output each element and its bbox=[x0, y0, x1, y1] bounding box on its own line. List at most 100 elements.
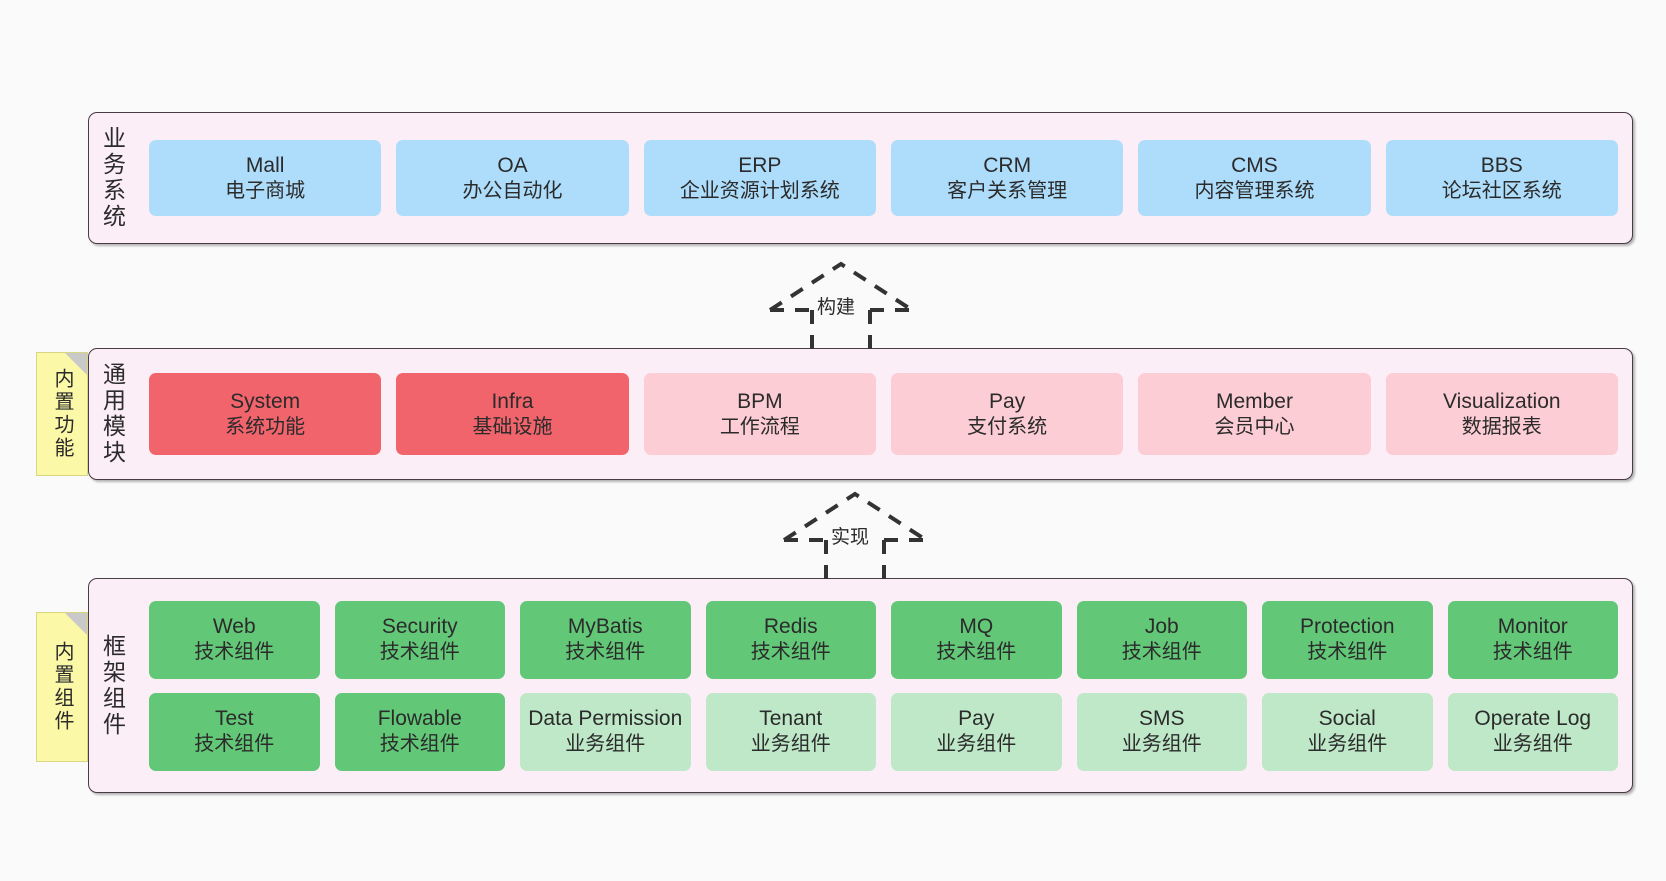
node-label-cn: 技术组件 bbox=[379, 641, 460, 664]
node-label-en: CMS bbox=[1231, 153, 1278, 177]
node-label-en: OA bbox=[497, 153, 528, 177]
node-label-en: Redis bbox=[763, 615, 818, 639]
node-label-en: Member bbox=[1215, 389, 1293, 413]
node-label-cn: 论坛社区系统 bbox=[1441, 179, 1562, 202]
node-label-en: CRM bbox=[983, 153, 1032, 177]
node-label-cn: 技术组件 bbox=[1492, 641, 1573, 664]
node-label-en: Pay bbox=[958, 707, 995, 731]
note-builtin-function: 内置功能 bbox=[36, 352, 88, 476]
node-label-en: Social bbox=[1318, 707, 1376, 731]
page-fold-icon bbox=[65, 613, 87, 635]
node-label-cn: 支付系统 bbox=[967, 415, 1048, 438]
node-label-cn: 系统功能 bbox=[225, 415, 306, 438]
node-label-en: MQ bbox=[959, 615, 994, 639]
node-label-en: Operate Log bbox=[1474, 707, 1592, 731]
node-label-cn: 基础设施 bbox=[472, 415, 553, 438]
node-label-cn: 技术组件 bbox=[936, 641, 1017, 664]
node-label-cn: 技术组件 bbox=[565, 641, 646, 664]
node-label-cn: 技术组件 bbox=[750, 641, 831, 664]
node-label-en: Flowable bbox=[377, 707, 462, 731]
layer-title-common-module: 通用模块 bbox=[99, 362, 126, 466]
node-label-cn: 业务组件 bbox=[750, 733, 831, 756]
node-label-en: Web bbox=[212, 615, 256, 639]
node-label-cn: 内容管理系统 bbox=[1194, 179, 1315, 202]
node-label-cn: 会员中心 bbox=[1214, 415, 1295, 438]
connector-build: 构建 bbox=[756, 258, 926, 350]
note-builtin-component-label: 内置组件 bbox=[51, 641, 73, 733]
node-label-cn: 客户关系管理 bbox=[947, 179, 1068, 202]
connector-implement-label: 实现 bbox=[829, 522, 872, 549]
connector-implement: 实现 bbox=[770, 488, 940, 580]
node-label-cn: 工作流程 bbox=[719, 415, 800, 438]
node-label-cn: 数据报表 bbox=[1461, 415, 1542, 438]
node-label-cn: 技术组件 bbox=[1121, 641, 1202, 664]
node-label-en: Pay bbox=[989, 389, 1026, 413]
node-label-en: Mall bbox=[245, 153, 285, 177]
node-label-en: BBS bbox=[1480, 153, 1523, 177]
note-builtin-function-label: 内置功能 bbox=[51, 368, 73, 460]
layer-title-framework-component: 框架组件 bbox=[99, 633, 126, 738]
node-label-cn: 企业资源计划系统 bbox=[679, 179, 840, 202]
node-label-en: Security bbox=[381, 615, 458, 639]
node-label-en: Tenant bbox=[759, 707, 823, 731]
page-fold-icon bbox=[65, 353, 87, 375]
note-builtin-component: 内置组件 bbox=[36, 612, 88, 762]
node-label-cn: 业务组件 bbox=[1121, 733, 1202, 756]
node-label-en: Data Permission bbox=[528, 707, 683, 731]
node-label-cn: 技术组件 bbox=[194, 733, 275, 756]
node-label-cn: 业务组件 bbox=[1492, 733, 1573, 756]
node-label-cn: 技术组件 bbox=[194, 641, 275, 664]
node-label-cn: 业务组件 bbox=[1307, 733, 1388, 756]
generalization-arrowhead-icon bbox=[782, 491, 928, 542]
node-label-en: Test bbox=[214, 707, 254, 731]
node-label-en: SMS bbox=[1138, 707, 1185, 731]
node-label-en: ERP bbox=[738, 153, 782, 177]
node-label-en: Infra bbox=[491, 389, 534, 413]
node-label-cn: 技术组件 bbox=[379, 733, 460, 756]
node-label-cn: 办公自动化 bbox=[462, 179, 563, 202]
node-label-cn: 电子商城 bbox=[225, 179, 306, 202]
node-label-en: Job bbox=[1144, 615, 1179, 639]
node-label-cn: 业务组件 bbox=[936, 733, 1017, 756]
layer-title-business-system: 业务系统 bbox=[99, 126, 126, 230]
node-label-cn: 技术组件 bbox=[1307, 641, 1388, 664]
node-label-en: MyBatis bbox=[567, 615, 643, 639]
